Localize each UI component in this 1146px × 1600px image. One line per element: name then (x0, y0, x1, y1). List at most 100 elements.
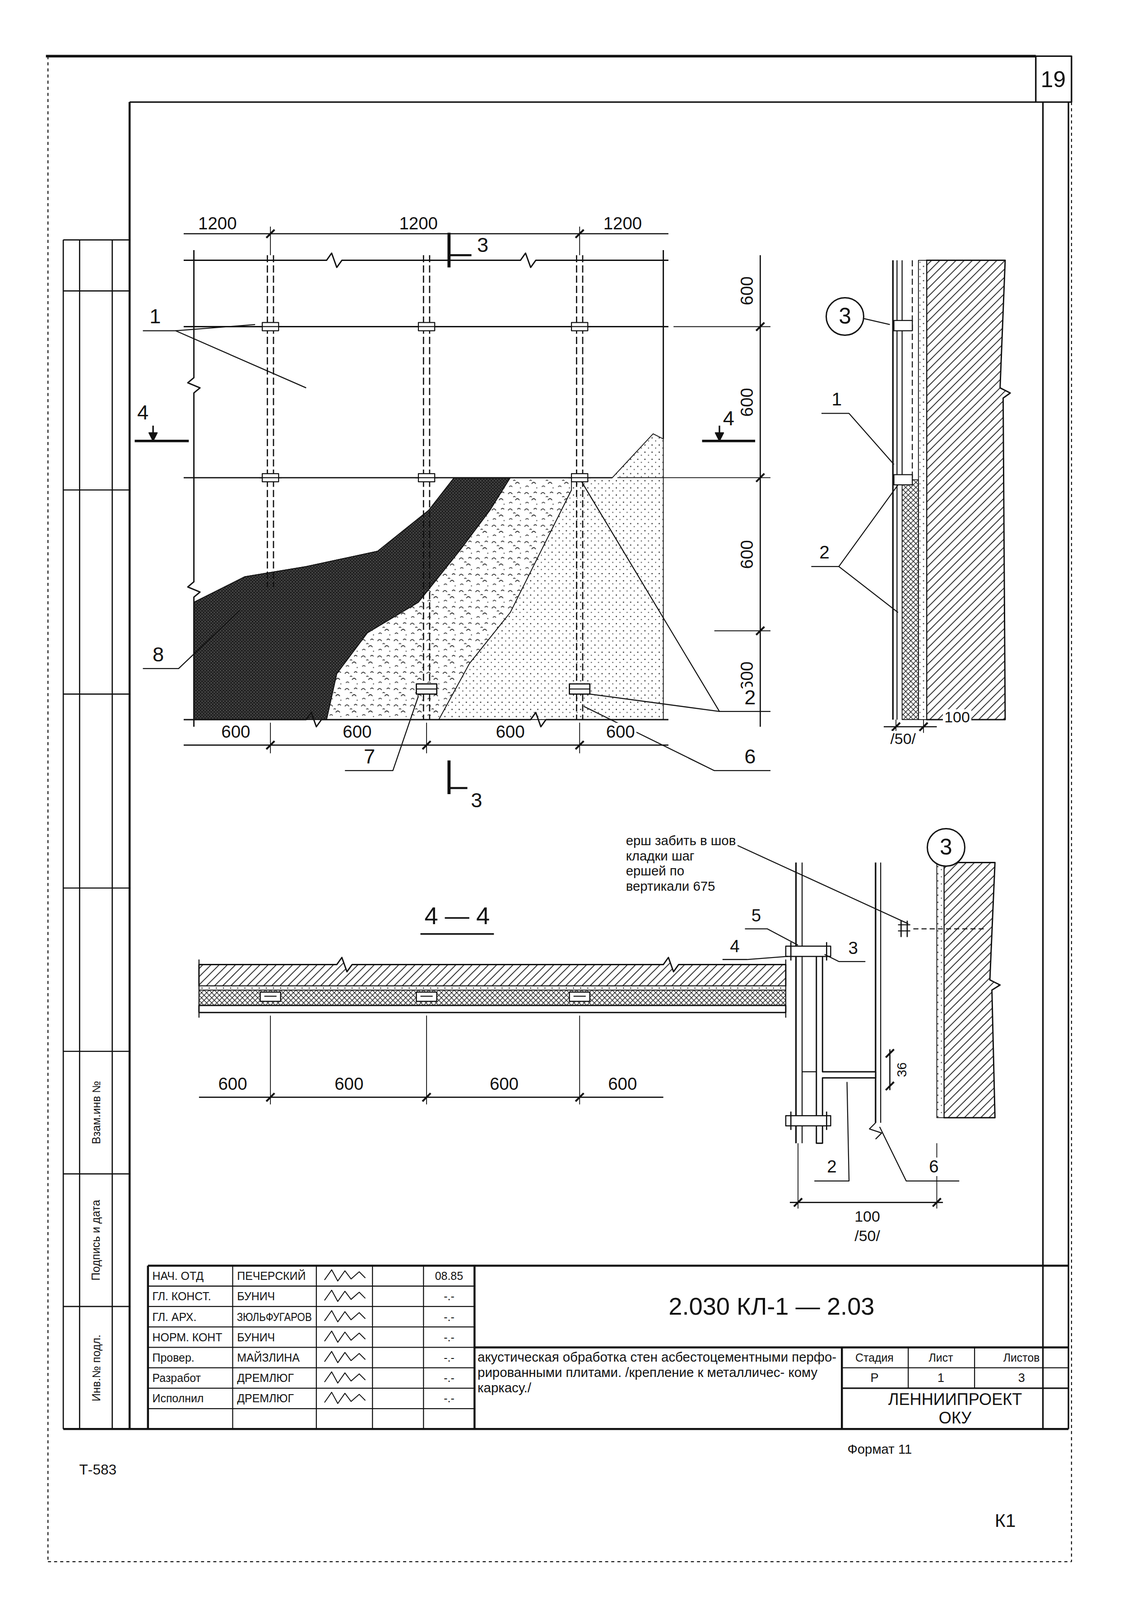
section-mark-label: 4 (721, 407, 736, 429)
dimension: 600 (341, 722, 373, 741)
post (874, 862, 877, 1123)
callout-number: 6 (927, 1157, 940, 1176)
title-underline (420, 932, 494, 935)
post (911, 260, 913, 480)
section-arrow (148, 432, 158, 441)
panel-joint (183, 325, 669, 328)
callout-number: 2 (742, 686, 757, 708)
stamp-line (63, 489, 130, 491)
perforated-plate (199, 1005, 786, 1013)
clip (569, 683, 590, 695)
mineral-wool-layer (199, 989, 786, 1006)
leader-line (589, 693, 720, 711)
organization-name: ЛЕННИИПРОЕКТ ОКУ (872, 1389, 1039, 1428)
section-mark (134, 439, 189, 443)
title-block-role: НАЧ. ОТД (151, 1269, 206, 1282)
extension-line (269, 1015, 271, 1105)
dimension-tick (793, 1197, 803, 1207)
post (266, 255, 269, 587)
stamp-line (63, 290, 130, 292)
table-cell: 3 (1016, 1371, 1027, 1384)
title-block-line (422, 1265, 424, 1430)
extension-line (579, 1015, 580, 1105)
callout-number: 8 (151, 643, 166, 665)
note: ерш забить в шов кладки шаг ершей по вер… (624, 832, 738, 894)
signature (324, 1289, 366, 1302)
title-block-role: НОРМ. КОНТ (151, 1331, 224, 1343)
stamp-line (63, 693, 130, 695)
title-block-role: ГЛ. АРХ. (151, 1310, 199, 1323)
handwritten-mark: К1 (993, 1510, 1017, 1531)
title-block-role: Провер. (151, 1351, 196, 1364)
title-block-line (474, 1345, 1069, 1349)
title-block-name: ПЕЧЕРСКИЙ (235, 1269, 307, 1282)
dimension-line (183, 232, 669, 235)
brick-wall (199, 957, 786, 986)
title-block-line (907, 1346, 909, 1388)
title-block-line (231, 1265, 233, 1430)
extension-line (673, 326, 771, 328)
dimension-tick (266, 1092, 275, 1101)
callout-number: 2 (817, 542, 831, 562)
callout-number: 1 (830, 389, 844, 409)
title-block-role: Исполнил (151, 1391, 206, 1404)
break-line (869, 1122, 882, 1139)
title-block-name: БУНИЧ (235, 1289, 277, 1302)
leader-line (736, 844, 909, 924)
dimension-line (889, 1048, 891, 1090)
sheet-code: Т-583 (78, 1461, 119, 1477)
dimension: 36 (895, 1060, 910, 1079)
section-title: 4 — 4 (422, 902, 492, 929)
table-cell: 1 (936, 1371, 946, 1384)
brick-wall (926, 260, 1011, 720)
plaster-layer (937, 862, 945, 1118)
dimension: /50/ (853, 1227, 882, 1244)
bolt (259, 477, 282, 478)
dimension: 100 (853, 1208, 882, 1225)
callout-number: 2 (825, 1157, 838, 1176)
stamp-line (63, 239, 130, 241)
hat-profile (802, 1071, 817, 1072)
bolt (415, 477, 438, 478)
title-block-role: Разработ (151, 1371, 203, 1384)
dimension-tick (932, 1197, 941, 1207)
bolt (785, 946, 831, 957)
clip (569, 688, 590, 690)
section-mark (449, 254, 472, 257)
title-block-date: -.- (442, 1310, 456, 1323)
sheet-number: 19 (1039, 67, 1068, 92)
title-block-date: -.- (442, 1371, 456, 1384)
bolt (259, 325, 282, 327)
leader-line (879, 1126, 960, 1181)
sheet-number-box (1035, 55, 1072, 103)
leader-line (821, 413, 895, 465)
callout-circle: 3 (926, 827, 966, 867)
callout-circle: 3 (825, 296, 865, 336)
leader-line (863, 318, 891, 325)
trim-line (1071, 102, 1072, 1562)
post (273, 255, 275, 587)
bolt (568, 477, 591, 478)
post (264, 995, 277, 997)
ruff-nail (904, 923, 911, 925)
dimension: 600 (606, 1074, 639, 1093)
document-code: 2.030 КЛ-1 — 2.03 (667, 1293, 876, 1319)
title-block-date: -.- (442, 1351, 456, 1364)
table-header: Стадия (853, 1351, 896, 1364)
leader-line (143, 330, 307, 389)
section-mark (447, 232, 451, 268)
leader-line (811, 484, 898, 567)
break-line (187, 250, 200, 727)
break-line (183, 712, 669, 727)
break-line (183, 253, 669, 268)
title-block-name: МАЙЗЛИНА (235, 1351, 302, 1364)
dimension: 600 (604, 722, 637, 741)
callout-number: 5 (750, 906, 763, 925)
dimension: 600 (488, 1074, 520, 1093)
washer (825, 941, 828, 961)
dimension-tick (575, 740, 584, 749)
post (880, 862, 882, 1123)
dimension-tick (422, 1092, 431, 1101)
plaster-layer (918, 260, 927, 720)
stamp-caption: Взам.инв № (90, 1079, 103, 1146)
